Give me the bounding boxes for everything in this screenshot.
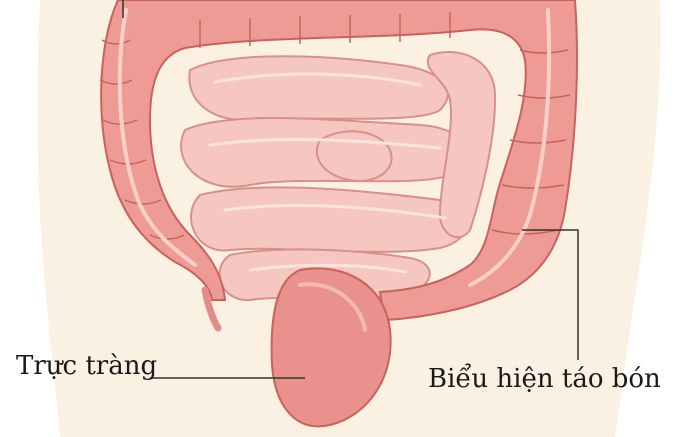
colon-haustra-right: [491, 49, 571, 235]
rectum-label: Trực tràng: [16, 351, 158, 381]
colon-body: [100, 0, 578, 322]
small-intestine-highlights: [208, 72, 447, 274]
rectum-body: [270, 267, 392, 428]
colon-haustra-top: [199, 11, 451, 48]
colon-highlight-right: [468, 8, 552, 287]
rectum: [270, 267, 392, 428]
colon-highlight: [117, 8, 197, 267]
rectum-highlight: [298, 282, 367, 332]
constipation-label: Biểu hiện táo bón: [428, 364, 661, 394]
constipation-leader-line: [522, 229, 579, 360]
colon: [99, 0, 578, 332]
appendix: [201, 286, 222, 332]
